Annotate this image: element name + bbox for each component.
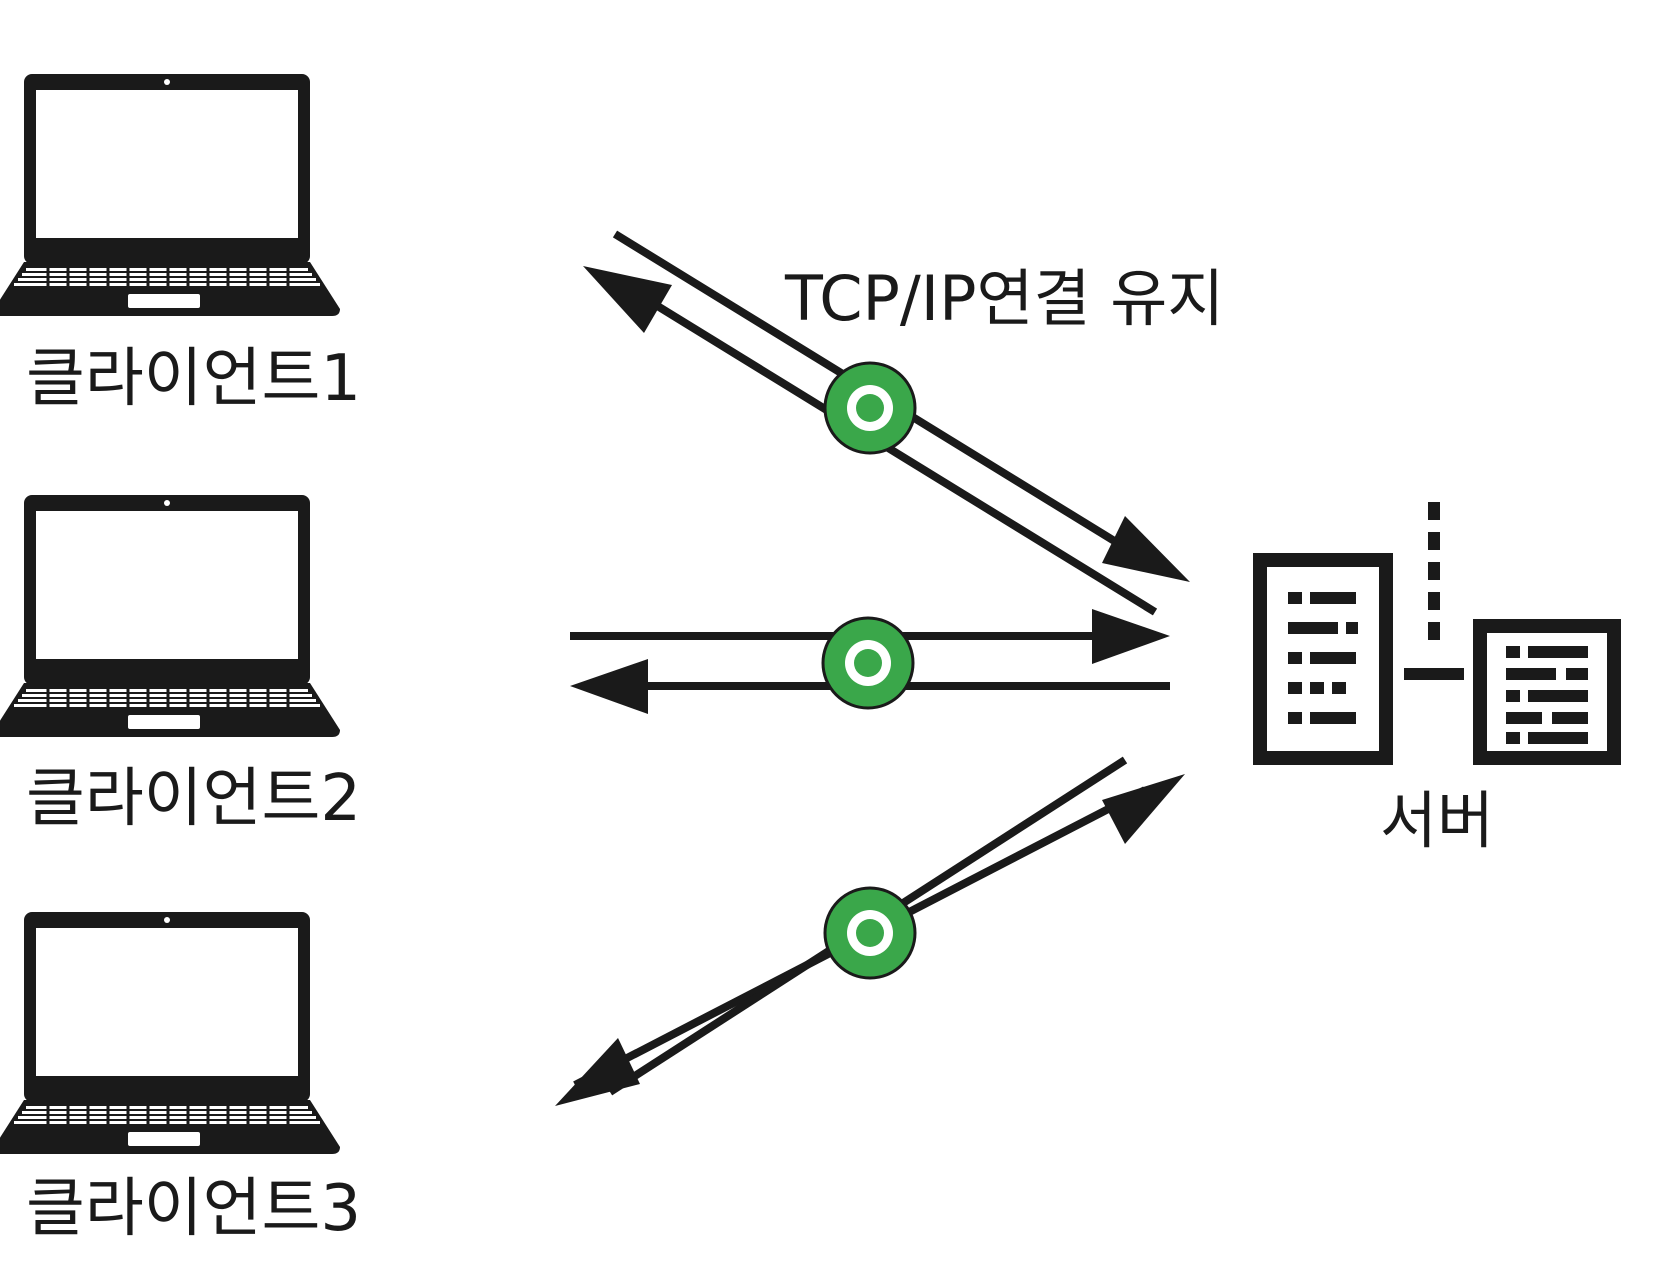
client-2-label: 클라이언트2 bbox=[26, 762, 361, 836]
connection-2-active-icon bbox=[821, 616, 915, 710]
client-1-label: 클라이언트1 bbox=[26, 342, 361, 416]
client-2-laptop-icon bbox=[0, 493, 342, 739]
client-1-laptop-icon bbox=[0, 72, 342, 318]
server-label: 서버 bbox=[1380, 784, 1494, 857]
connection-1-active-icon bbox=[823, 361, 917, 455]
connection-label: TCP/IP연결 유지 bbox=[784, 262, 1224, 335]
connection-3-active-icon bbox=[823, 886, 917, 980]
server-building-icon bbox=[1253, 502, 1621, 765]
client-3-laptop-icon bbox=[0, 910, 342, 1156]
client-3-label: 클라이언트3 bbox=[26, 1172, 361, 1246]
